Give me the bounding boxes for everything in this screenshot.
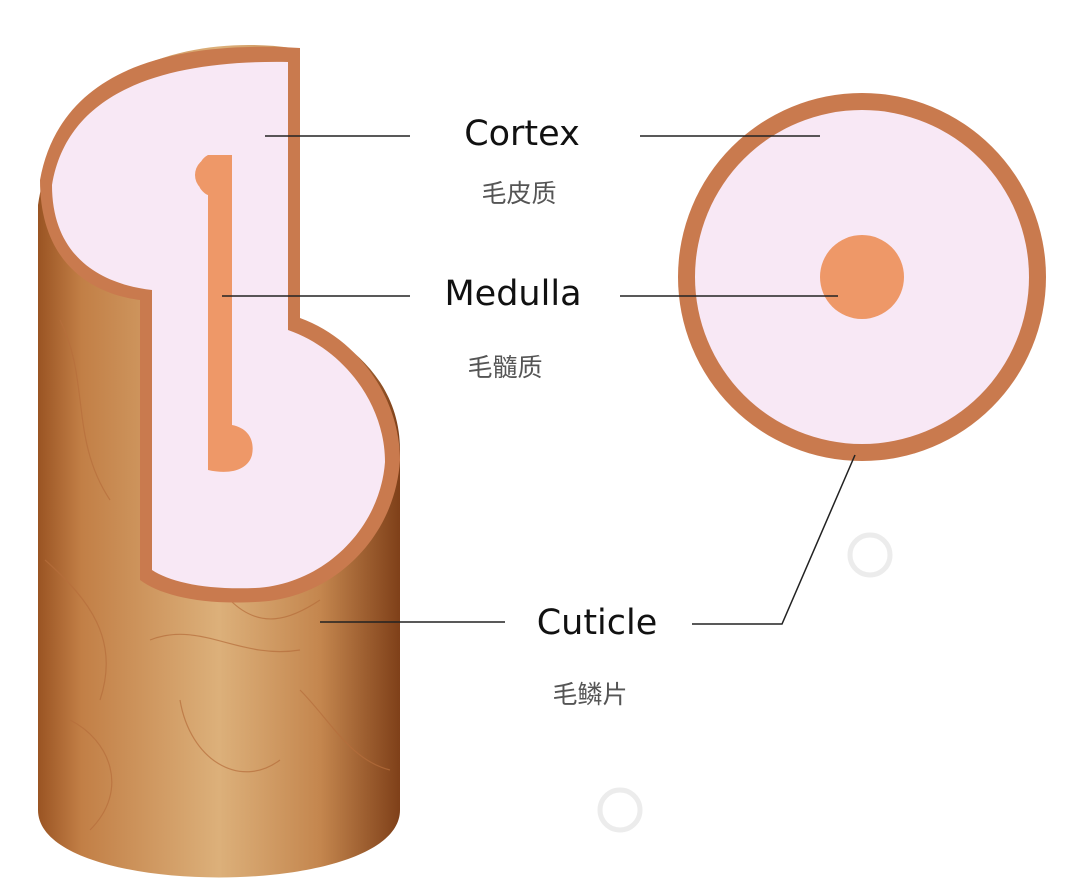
cuticle-label-cn: 毛鳞片 xyxy=(552,680,627,709)
cuticle-leader-right xyxy=(692,455,855,624)
medulla-top-cap xyxy=(195,157,231,193)
medulla-label-cn: 毛髓质 xyxy=(467,353,542,382)
cortex-label: Cortex xyxy=(464,114,580,154)
hair-cross-section xyxy=(678,93,1046,461)
spiral-watermark-icon xyxy=(600,790,640,830)
spiral-watermark-icon xyxy=(850,535,890,575)
medulla-label: Medulla xyxy=(444,274,581,314)
cortex-label-cn: 毛皮质 xyxy=(481,179,556,208)
cuticle-label: Cuticle xyxy=(537,603,658,643)
hair-shaft-cutaway xyxy=(38,45,400,878)
medulla-disc xyxy=(820,235,904,319)
labels: Cortex 毛皮质 Medulla 毛髓质 Cuticle 毛鳞片 xyxy=(444,114,657,709)
